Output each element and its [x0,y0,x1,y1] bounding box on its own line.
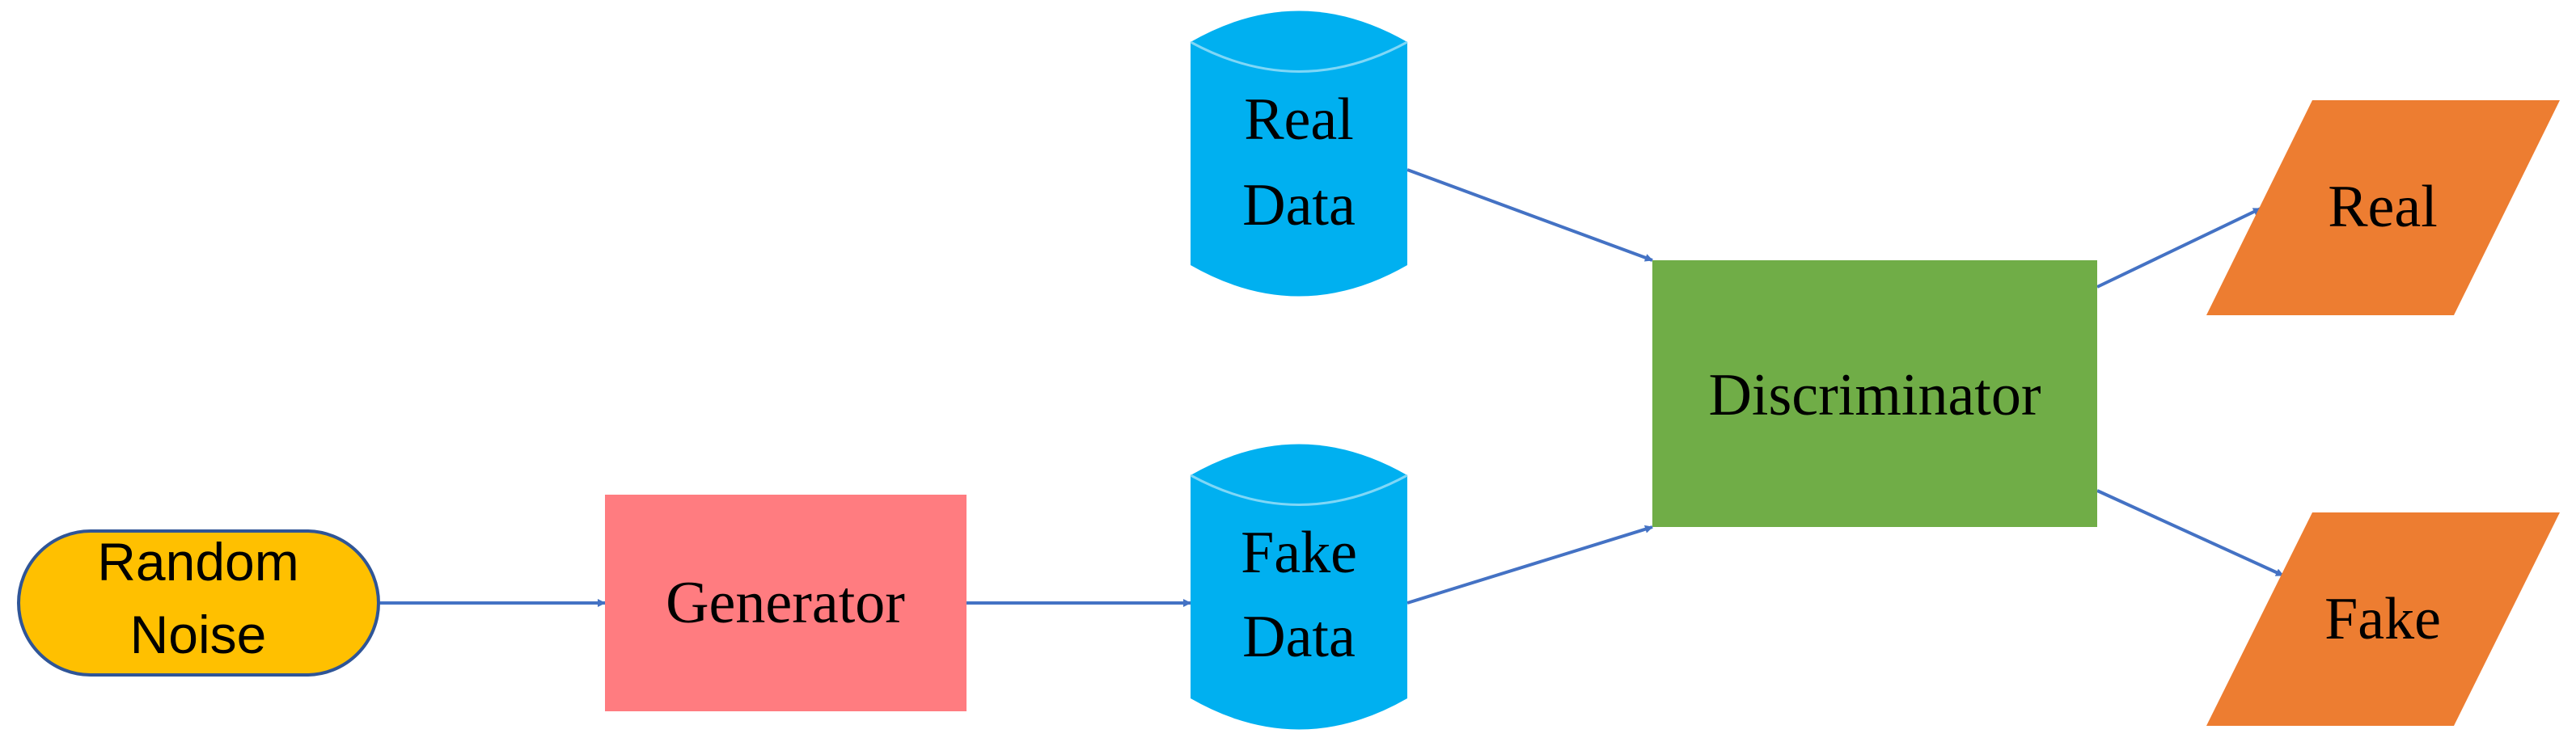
fake-data-node: Fake Data [1190,444,1408,730]
random-noise-label-line1: Random [97,532,298,592]
fake-output-node: Fake [2206,512,2560,726]
fake-data-top-edge [1190,474,1408,506]
random-noise-label-line2: Noise [130,605,267,664]
real-output-label: Real [2328,174,2438,240]
real-data-node: Real Data [1190,11,1408,297]
fake-data-shape [1191,444,1407,730]
real-data-label-line1: Real [1244,86,1354,153]
discriminator-label: Discriminator [1708,362,2041,428]
random-noise-node: Random Noise [17,529,380,677]
real-data-shape [1191,11,1407,297]
edge-real-data-to-discriminator [1406,168,1653,262]
discriminator-node: Discriminator [1652,260,2097,527]
edge-discriminator-to-real [2096,207,2261,289]
real-data-label-line2: Data [1242,172,1356,238]
real-output-shape [2206,100,2560,315]
generator-node: Generator [605,495,967,711]
discriminator-shape [1652,260,2097,527]
fake-data-label-line2: Data [1242,604,1356,670]
fake-output-shape [2206,512,2560,726]
fake-data-label-line1: Fake [1241,520,1357,586]
fake-output-label: Fake [2324,586,2441,652]
random-noise-shape [17,529,380,677]
generator-label: Generator [666,570,905,636]
edges [380,168,2284,607]
real-data-top-edge [1190,40,1408,73]
real-output-node: Real [2206,100,2560,315]
edge-discriminator-to-fake [2096,489,2284,577]
generator-shape [605,495,967,711]
edge-fake-data-to-discriminator [1406,525,1653,605]
